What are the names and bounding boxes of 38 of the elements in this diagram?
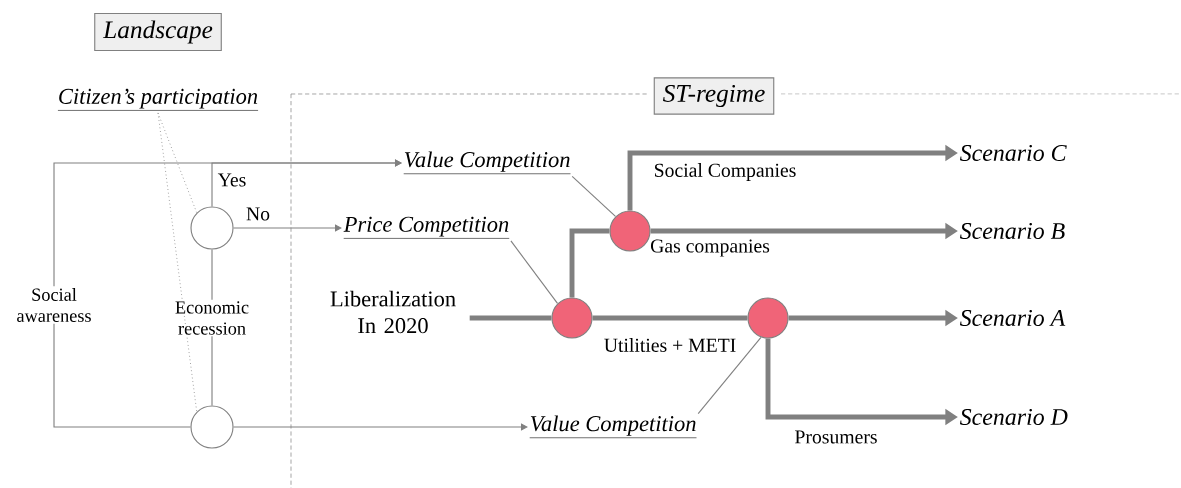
side-label: Social awareness: [2, 286, 106, 324]
connector-line: [569, 228, 610, 298]
edge-label: Utilities + METI: [604, 338, 736, 352]
connector-line: [469, 315, 552, 321]
heading-box: ST-regime: [653, 77, 775, 115]
edge-label: No: [246, 207, 270, 221]
branch-circle: [551, 297, 593, 339]
heading-box: Landscape: [94, 12, 222, 52]
edge-label: Prosumers: [795, 430, 877, 444]
leader-line: [510, 240, 559, 304]
start-label: Liberalization In 2020: [316, 289, 470, 335]
edge-label: Social Companies: [655, 163, 796, 181]
underlined-label: Value Competition: [402, 150, 572, 176]
connector-line: [211, 249, 213, 301]
scenario-label: Scenario C: [960, 144, 1067, 162]
connector-line: [592, 315, 748, 321]
leader-line: [697, 336, 762, 415]
connector-line: [157, 112, 198, 214]
junction-circle: [190, 405, 234, 449]
arrow: [211, 159, 402, 207]
underlined-label: Citizen’s participation: [56, 87, 260, 113]
scenario-label: Scenario A: [960, 309, 1066, 327]
connector-line: [157, 112, 198, 413]
leader-line: [571, 175, 617, 217]
scenario-label: Scenario D: [960, 408, 1068, 426]
connector-line: [53, 323, 191, 428]
scenario-label: Scenario B: [960, 222, 1065, 240]
connector-line: [211, 335, 213, 406]
branch-circle: [747, 297, 789, 339]
edge-label: Gas companies: [651, 239, 770, 257]
branch-circle: [609, 210, 651, 252]
junction-circle: [190, 206, 234, 250]
side-label: Economic recession: [160, 299, 264, 337]
underlined-label: Value Competition: [528, 414, 698, 440]
arrow: [233, 224, 342, 232]
underlined-label: Price Competition: [342, 215, 511, 241]
edge-label: Yes: [217, 173, 246, 187]
arrow: [233, 423, 528, 431]
